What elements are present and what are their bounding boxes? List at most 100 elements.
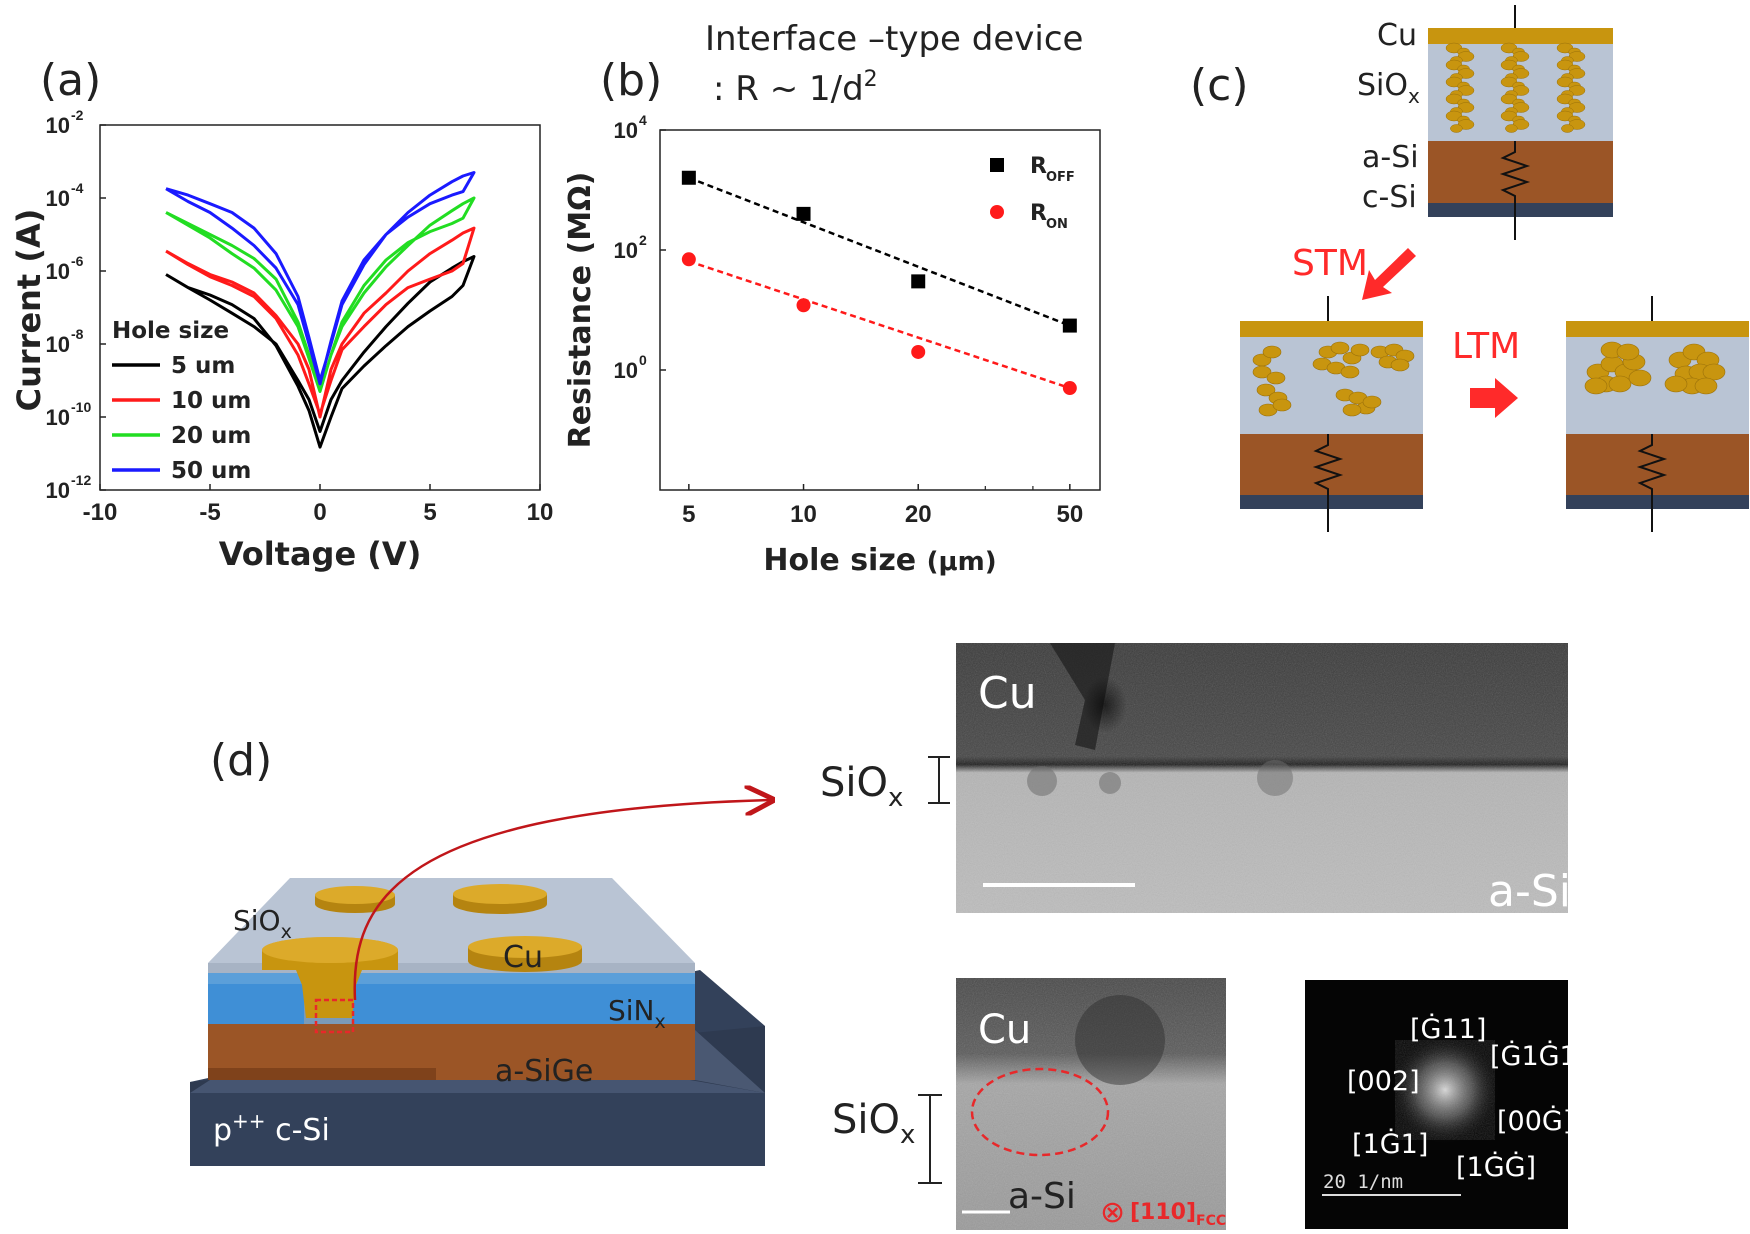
cu-cluster bbox=[1664, 375, 1688, 393]
arrow-ltm bbox=[1470, 378, 1518, 418]
resistor-symbol bbox=[1312, 434, 1344, 509]
label-siox-sub: x bbox=[281, 921, 292, 943]
legend-label: 20 um bbox=[171, 423, 251, 449]
device-ltm bbox=[1566, 296, 1749, 532]
csi-layer bbox=[1240, 495, 1423, 509]
asige-shadow bbox=[208, 1068, 436, 1080]
cu-electrode bbox=[1240, 321, 1423, 337]
tem-image-top: Cu a-Si SiOx bbox=[820, 643, 1571, 917]
label-substrate: p++ c-Si bbox=[213, 1109, 330, 1148]
tem-top-tip bbox=[1083, 677, 1127, 733]
cu-cluster bbox=[1450, 124, 1463, 133]
cu-cluster bbox=[1505, 124, 1518, 133]
label-cu: Cu bbox=[1377, 18, 1417, 53]
y-tick-label: 10 bbox=[614, 238, 638, 263]
legend-label: 10 um bbox=[171, 388, 251, 414]
legend-label: R bbox=[1030, 201, 1047, 226]
cu-filaments bbox=[1445, 42, 1586, 133]
label-sinx-sub: x bbox=[655, 1011, 666, 1033]
x-tick-label: 20 bbox=[905, 501, 932, 528]
tem-image-bottom: Cu a-Si SiOx ⊗ [110]FCC bbox=[832, 978, 1226, 1230]
fit-line bbox=[688, 176, 1071, 327]
cu-electrode bbox=[1566, 321, 1749, 337]
zoom-arrow bbox=[353, 800, 770, 1001]
data-point-r-off bbox=[1062, 318, 1077, 333]
data-point-r-on bbox=[681, 252, 696, 267]
x-tick-label: 5 bbox=[682, 501, 695, 528]
panel-c-label: (c) bbox=[1190, 60, 1249, 111]
device-initial: Cu SiOx a-Si c-Si bbox=[1357, 5, 1613, 240]
x-tick-label: 10 bbox=[527, 499, 554, 526]
label-siox-sub: x bbox=[1408, 84, 1420, 108]
legend-label: 50 um bbox=[171, 458, 251, 484]
data-point-r-off bbox=[911, 274, 926, 289]
cu-pad-in-hole bbox=[262, 937, 398, 1018]
label-stm: STM bbox=[1292, 243, 1368, 284]
panel-c: (c) Cu SiOx a-Si c-Si STM bbox=[1190, 5, 1749, 532]
plot-b-title-text: : R ~ 1/d bbox=[713, 69, 864, 109]
label-csi: c-Si bbox=[1362, 180, 1417, 215]
legend-marker bbox=[990, 205, 1004, 219]
label-siox-main: SiO bbox=[233, 904, 281, 937]
cu-cluster bbox=[1702, 363, 1726, 381]
cu-cluster bbox=[1584, 377, 1608, 395]
fit-line bbox=[688, 260, 1071, 390]
x-tick-label: 0 bbox=[313, 499, 326, 526]
plot-b-xlabel-main: Hole size bbox=[763, 543, 926, 578]
iv-curve-20-um bbox=[165, 196, 476, 393]
iv-curve-5-um bbox=[165, 255, 476, 449]
siox-thickness-bracket bbox=[928, 756, 950, 804]
cluster bbox=[1099, 772, 1121, 794]
siox-thickness-bracket bbox=[918, 1094, 942, 1184]
siox-edge bbox=[208, 963, 695, 973]
sinx-layer bbox=[208, 982, 695, 1024]
plot-b-title-line1: Interface –type device bbox=[705, 19, 1083, 59]
cu-cluster bbox=[1330, 341, 1350, 355]
y-tick-exponent: 4 bbox=[639, 112, 647, 128]
cu-cluster bbox=[1252, 365, 1272, 379]
cu-cluster bbox=[1561, 124, 1574, 133]
cu-cluster bbox=[1616, 343, 1640, 361]
device-stm bbox=[1240, 296, 1423, 532]
label-sinx: SiNx bbox=[608, 994, 666, 1033]
plot-a-ylabel: Current (A) bbox=[10, 209, 48, 412]
fft-spot-label: [1Ġ1] bbox=[1352, 1128, 1428, 1160]
data-point-r-off bbox=[681, 170, 696, 185]
fft-spot-label: [Ġ11] bbox=[1410, 1013, 1486, 1045]
cu-clusters bbox=[1584, 341, 1726, 395]
y-tick-exponent: -6 bbox=[71, 253, 84, 269]
tem-top-siox-main: SiO bbox=[820, 760, 888, 806]
zone-axis-sub: FCC bbox=[1196, 1213, 1226, 1229]
data-point-r-on bbox=[911, 344, 926, 359]
tem-top-label-cu: Cu bbox=[978, 668, 1037, 719]
legend-label-sub: ON bbox=[1046, 217, 1068, 232]
plot-b-ylabel: Resistance (MΩ) bbox=[563, 172, 598, 449]
plot-b-xlabel-unit: (μm) bbox=[927, 547, 997, 577]
label-asige: a-SiGe bbox=[495, 1054, 593, 1089]
plot-a-frame bbox=[99, 124, 541, 491]
zone-axis-symbol: ⊗ bbox=[1100, 1195, 1125, 1230]
plot-b-fits bbox=[688, 176, 1071, 390]
cu-cluster bbox=[1272, 398, 1292, 412]
tem-top-label-asi: a-Si bbox=[1488, 866, 1571, 917]
label-sinx-main: SiN bbox=[608, 994, 655, 1027]
fft-scale-label: 20 1/nm bbox=[1323, 1171, 1403, 1193]
tem-bottom-siox-main: SiO bbox=[832, 1097, 900, 1143]
plot-a-series bbox=[165, 171, 476, 449]
tem-top-label-siox: SiOx bbox=[820, 760, 903, 813]
tem-bottom-siox-sub: x bbox=[900, 1120, 915, 1150]
legend-marker bbox=[990, 158, 1004, 172]
fft-spot-labels: [Ġ11][002][Ġ1Ġ1][00Ġ][1Ġ1][1ĠĠ] bbox=[1347, 1013, 1587, 1183]
panel-b-label: (b) bbox=[600, 55, 662, 106]
cluster bbox=[1257, 760, 1293, 796]
plot-b-series bbox=[681, 170, 1077, 396]
cu-cluster bbox=[1262, 345, 1282, 359]
substrate-top bbox=[190, 1080, 765, 1093]
arrow-stm bbox=[1362, 248, 1416, 300]
y-tick-label: 10 bbox=[46, 113, 70, 138]
cu-cluster bbox=[1608, 375, 1632, 393]
device-schematic: SiOx Cu SiNx a-SiGe p++ c-Si bbox=[190, 800, 770, 1166]
fft-spot-label: [1ĠĠ] bbox=[1456, 1151, 1536, 1183]
